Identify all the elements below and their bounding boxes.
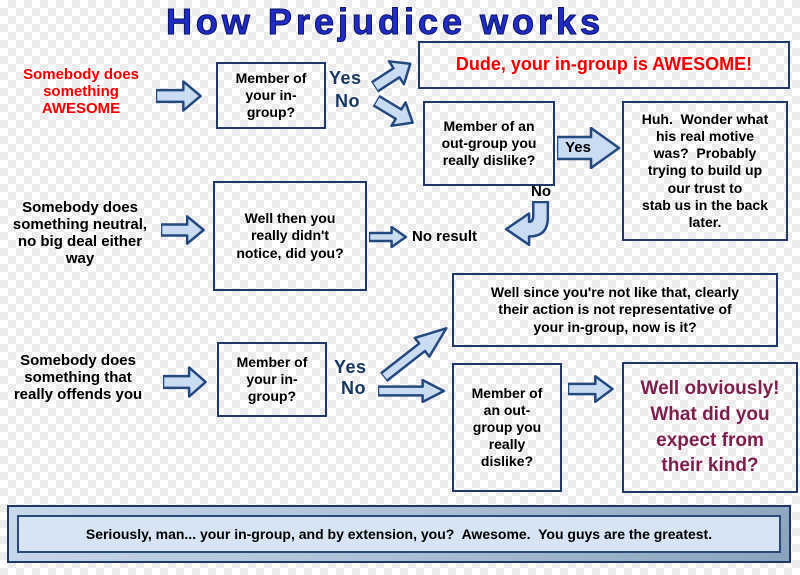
banner-text: Seriously, man... your in-group, and by … [17,515,781,553]
bottom-banner: Seriously, man... your in-group, and by … [7,505,791,563]
box-not-representative: Well since you're not like that, clearly… [452,273,778,347]
label-yes-top: Yes [329,68,362,88]
scenario-neutral: Somebody does something neutral, no big … [12,199,148,267]
box-dude-awesome: Dude, your in-group is AWESOME! [418,41,790,89]
arrow-up-right-icon [366,50,419,99]
label-no-bottom: No [341,378,366,398]
arrow-down-right-icon [368,88,421,136]
box-member-ingroup-bottom: Member of your in- group? [217,342,327,417]
arrow-right-icon [369,226,407,248]
box-their-kind: Well obviously! What did you expect from… [622,362,798,493]
arrow-right-icon [163,366,207,398]
arrow-long-up-right-icon [376,317,457,388]
box-member-outgroup-bottom: Member of an out- group you really disli… [452,363,562,492]
scenario-offends: Somebody does something that really offe… [13,352,143,403]
box-member-ingroup-top: Member of your in- group? [216,62,326,129]
box-real-motive: Huh. Wonder what his real motive was? Pr… [622,101,788,241]
label-no-branch: No [531,183,551,200]
arrow-right-icon [161,215,205,245]
box-member-outgroup-top: Member of an out-group you really dislik… [423,101,555,186]
arrow-right-icon [156,80,202,112]
label-yes-bottom: Yes [334,357,367,377]
scenario-awesome: Somebody does something AWESOME [23,66,139,117]
label-no-result: No result [412,228,478,245]
arrow-right-icon [568,375,614,403]
label-yes-arrow: Yes [565,139,591,156]
page-title: How Prejudice works [165,1,605,43]
label-no-top: No [335,91,360,111]
box-didnt-notice: Well then you really didn't notice, did … [213,181,367,291]
arrow-yes-to-motive-icon [557,127,621,169]
arrow-curve-down-left-icon [502,201,552,249]
arrow-long-right-icon [378,379,446,403]
